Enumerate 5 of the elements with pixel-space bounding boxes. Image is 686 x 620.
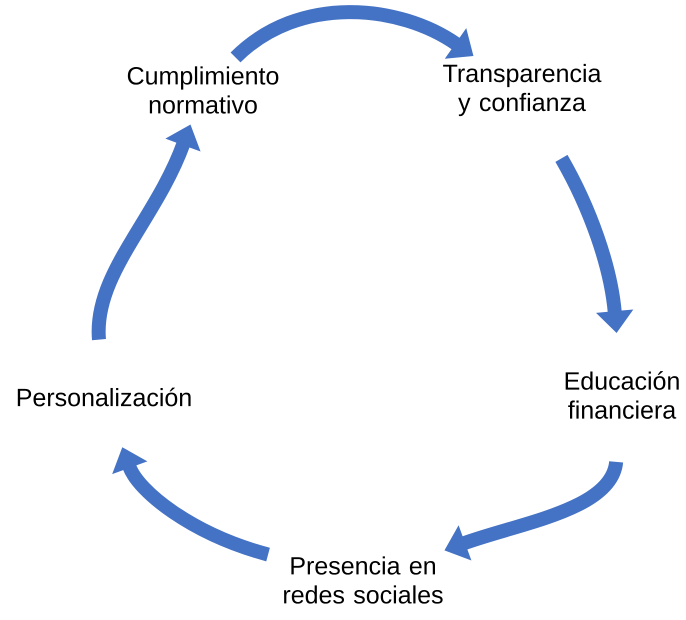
step-label: Presencia en redes sociales — [284, 556, 443, 604]
step-label: Educación financiera — [566, 371, 679, 419]
step-label: Transparencia y confianza — [443, 64, 602, 116]
step-label: Cumplimiento normativo — [128, 66, 278, 114]
step-label: Personalización — [18, 388, 191, 406]
